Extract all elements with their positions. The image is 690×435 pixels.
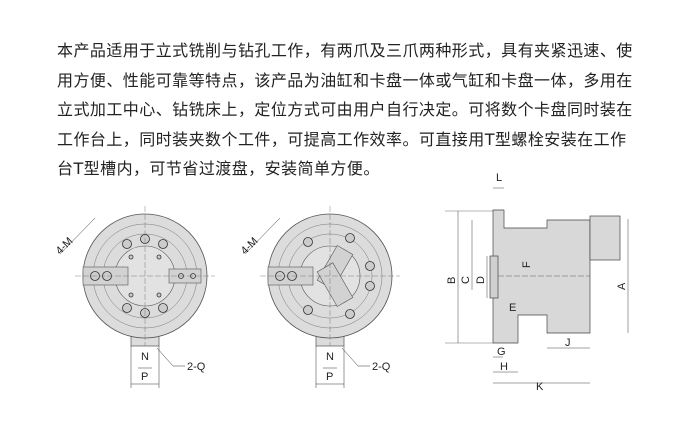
- n-label: N: [326, 351, 334, 363]
- bolt-label: 4-M: [54, 235, 76, 257]
- bolt-label: 4-M: [239, 235, 261, 257]
- n-label: N: [141, 351, 149, 363]
- side-view: [445, 187, 629, 384]
- dim-F: F: [521, 261, 533, 268]
- dim-H: H: [500, 361, 508, 373]
- dim-J: J: [565, 337, 571, 349]
- q-label: 2-Q: [187, 361, 206, 373]
- description-line: 工作台上，同时装夹数个工件，可提高工作效率。可直接用T型螺栓安装在工作: [57, 129, 627, 149]
- description-line: 台T型槽内，可节省过渡盘，安装简单方便。: [57, 159, 380, 178]
- dim-B: B: [446, 277, 458, 284]
- product-description: 本产品适用于立式铣削与钻孔工作，有两爪及三爪两种形式，具有夹紧迅速、使 用方便、…: [57, 36, 657, 184]
- dim-K: K: [536, 381, 544, 393]
- dim-E: E: [509, 302, 516, 314]
- dim-L: L: [496, 172, 502, 184]
- dim-C: C: [460, 276, 472, 284]
- p-label: P: [141, 371, 148, 383]
- description-line: 用方便、性能可靠等特点，该产品为油缸和卡盘一体或气缸和卡盘一体，多用在: [57, 70, 633, 90]
- dim-G: G: [497, 346, 506, 358]
- q-label: 2-Q: [372, 361, 391, 373]
- dim-D: D: [475, 276, 487, 284]
- front-view-two-jaw: [59, 206, 215, 388]
- description-line: 立式加工中心、钻铣床上，定位方式可由用户自行决定。可将数个卡盘同时装在: [57, 100, 633, 119]
- dim-A: A: [616, 282, 628, 290]
- description-line: 本产品适用于立式铣削与钻孔工作，有两爪及三爪两种形式，具有夹紧迅速、使: [57, 41, 633, 60]
- p-label: P: [326, 371, 333, 383]
- front-view-three-jaw: [244, 206, 400, 388]
